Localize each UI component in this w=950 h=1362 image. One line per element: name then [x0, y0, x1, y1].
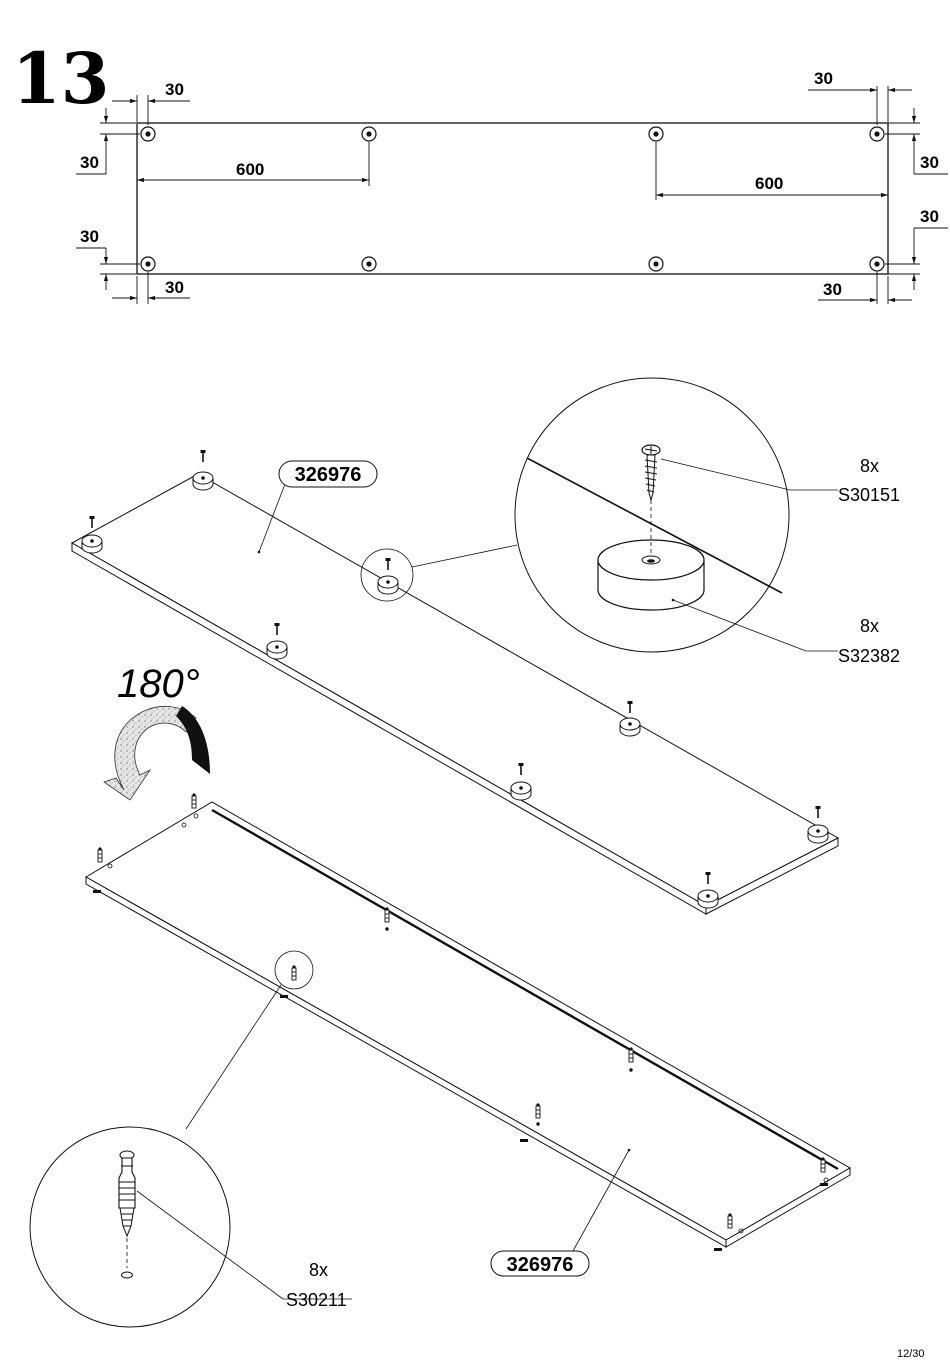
- bottom-part-number: 326976: [507, 1254, 574, 1276]
- screw-code: S30151: [838, 485, 900, 505]
- dim-top-right: 30: [814, 69, 833, 88]
- pad-code: S32382: [838, 646, 900, 666]
- dim-right-span: 600: [755, 174, 783, 193]
- top-part-badge: [278, 460, 378, 488]
- page-number: 12/30: [897, 1348, 925, 1360]
- rotation-label: 180°: [117, 662, 200, 706]
- upper-panel: [70, 449, 840, 915]
- pad-qty: 8x: [860, 616, 879, 636]
- hole-plan-diagram: 30 30 600 30 30 30 30 600 30 30: [76, 69, 948, 304]
- step-number: 13: [12, 37, 109, 120]
- bolt-callout-ring: [274, 950, 314, 990]
- dim-right-lower: 30: [920, 207, 939, 226]
- screw-qty: 8x: [860, 456, 879, 476]
- dim-bottom-right: 30: [823, 280, 842, 299]
- dim-bottom-left: 30: [165, 278, 184, 297]
- dim-top-left: 30: [165, 80, 184, 99]
- dim-left-lower: 30: [80, 227, 99, 246]
- hole-markers: [140, 126, 885, 272]
- panel-outline: [136, 122, 889, 275]
- bolt-code: S30211: [286, 1290, 347, 1310]
- rotate-arrow-icon: [103, 705, 210, 801]
- dim-left-span: 600: [236, 160, 264, 179]
- dim-right-upper: 30: [920, 153, 939, 172]
- bottom-part-badge: [490, 1250, 590, 1277]
- detail-cam-bolt: [29, 1126, 352, 1328]
- detail-foot-screw: [514, 377, 838, 653]
- lower-panel: [85, 792, 852, 1252]
- top-part-number: 326976: [295, 464, 362, 486]
- foot-callout-ring: [360, 548, 414, 602]
- bolt-qty: 8x: [309, 1260, 328, 1280]
- dim-left-upper: 30: [80, 153, 99, 172]
